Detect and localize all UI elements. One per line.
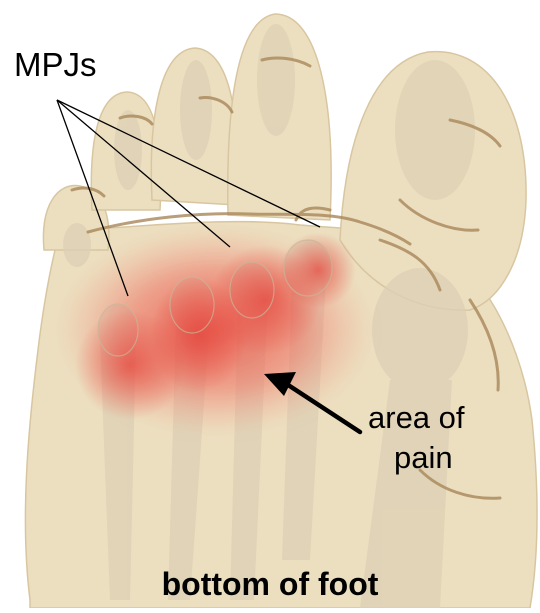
pain-label-line1: area of [368,400,465,436]
pain-label-line2: pain [394,440,453,476]
pain-area [55,225,375,435]
figure-caption: bottom of foot [0,566,540,603]
mpjs-label: MPJs [14,46,97,84]
